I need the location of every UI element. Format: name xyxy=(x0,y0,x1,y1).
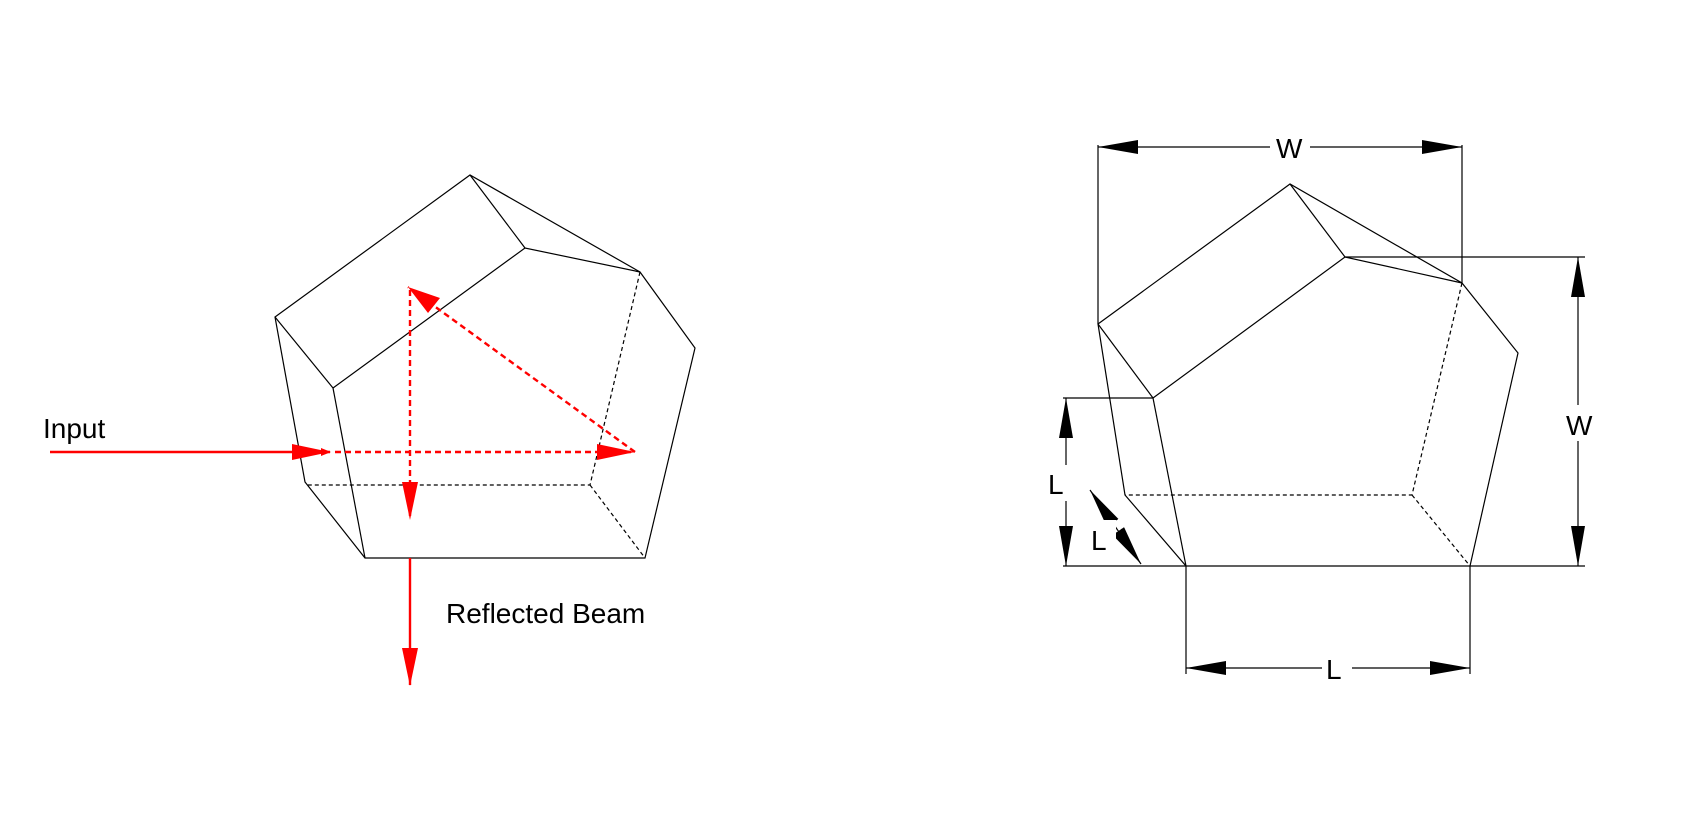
internal-beam-diagonal-arrowhead xyxy=(408,287,440,313)
right-prism-back-edges xyxy=(1152,256,1463,399)
right-prism-hidden-edges xyxy=(1125,282,1471,567)
left-prism-depth-edge xyxy=(332,387,366,559)
left-prism-depth-edge xyxy=(469,174,526,249)
left-prism-hidden-edges xyxy=(305,271,646,559)
right-prism-depth-edge xyxy=(1097,323,1154,399)
right-prism-depth-edge xyxy=(1289,183,1346,258)
reflected-beam-label: Reflected Beam xyxy=(446,598,645,629)
label-mask xyxy=(1046,465,1076,501)
label-mask xyxy=(1322,650,1352,686)
right-prism-depth-edge xyxy=(1152,397,1187,567)
left-prism-front-face xyxy=(274,174,696,559)
input-label: Input xyxy=(43,413,105,444)
width-top-label: W xyxy=(1276,133,1303,164)
input-beam-arrowhead xyxy=(292,444,330,460)
label-mask xyxy=(1270,128,1310,164)
label-mask xyxy=(1560,405,1600,441)
length-bottom-label: L xyxy=(1326,654,1342,685)
length-side-label: L xyxy=(1048,469,1064,500)
beam-path xyxy=(50,286,636,686)
internal-beam-diagonal xyxy=(407,286,636,453)
internal-beam-vertical-arrowhead xyxy=(402,482,418,520)
width-side-label: W xyxy=(1566,410,1593,441)
left-prism-depth-edge xyxy=(274,316,334,389)
right-prism-front-face xyxy=(1097,183,1519,567)
length-depth-label: L xyxy=(1091,525,1107,556)
reflected-beam-arrowhead xyxy=(402,648,418,686)
left-prism xyxy=(274,174,696,559)
label-mask xyxy=(1090,520,1116,554)
left-prism-back-edges xyxy=(332,247,641,389)
internal-beam-arrowhead xyxy=(597,444,635,460)
dimension-lines: W W L L L xyxy=(1046,128,1600,686)
right-prism xyxy=(1097,183,1519,567)
